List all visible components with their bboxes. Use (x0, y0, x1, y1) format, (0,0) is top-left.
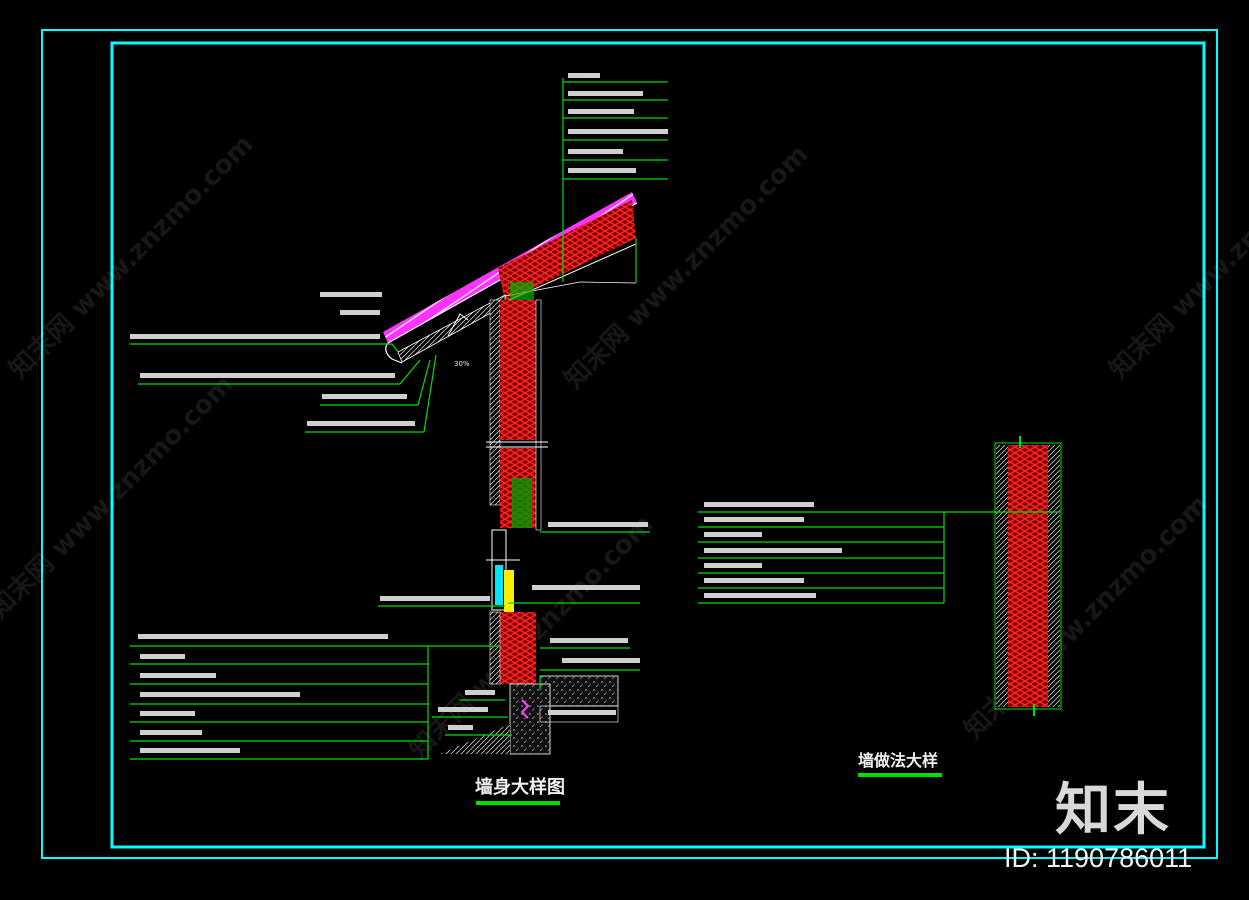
detail-inner-layer (1048, 445, 1060, 707)
roof-layer-table (562, 78, 668, 283)
inner-frame (110, 41, 1206, 849)
foundation (509, 683, 551, 755)
roof-layer-text (568, 73, 668, 173)
watermark-text: 知末网 www.znzmo.com (1104, 129, 1249, 384)
brand-watermark-logo: 知末 (1055, 778, 1171, 843)
slope-label: 30% (454, 360, 470, 368)
floor-layer-text (138, 634, 388, 753)
eave-leader-text (130, 292, 415, 426)
detail-outer-layer (996, 445, 1008, 707)
watermark-text: 知末网 www.znzmo.com (559, 139, 814, 394)
detail-insulation (1008, 445, 1048, 707)
floor-layer-table (130, 645, 500, 760)
wall-leaders (378, 531, 650, 736)
wall-leader-text (380, 522, 648, 730)
image-id-label: ID: 1190786011 (1004, 843, 1193, 873)
wall-insulation (500, 612, 536, 684)
wall-detail (994, 436, 1062, 716)
wall-outer-skin (489, 299, 501, 506)
main-drawing-title: 墙身大样图 (475, 776, 565, 798)
watermark-text: 知末网 www.znzmo.com (0, 369, 239, 624)
detail-drawing-title: 墙做法大样 (858, 751, 938, 770)
outer-frame (41, 29, 1218, 859)
wall-insulation (500, 300, 536, 440)
floor-slab (539, 675, 619, 707)
roof-section: 30% (383, 192, 638, 368)
roof-insulation (498, 200, 636, 302)
wall-section (440, 299, 619, 755)
detail-leader-text (704, 502, 842, 598)
eave-leaders (130, 343, 437, 433)
ground-slope (440, 724, 510, 754)
detail-leaders (698, 511, 1060, 604)
